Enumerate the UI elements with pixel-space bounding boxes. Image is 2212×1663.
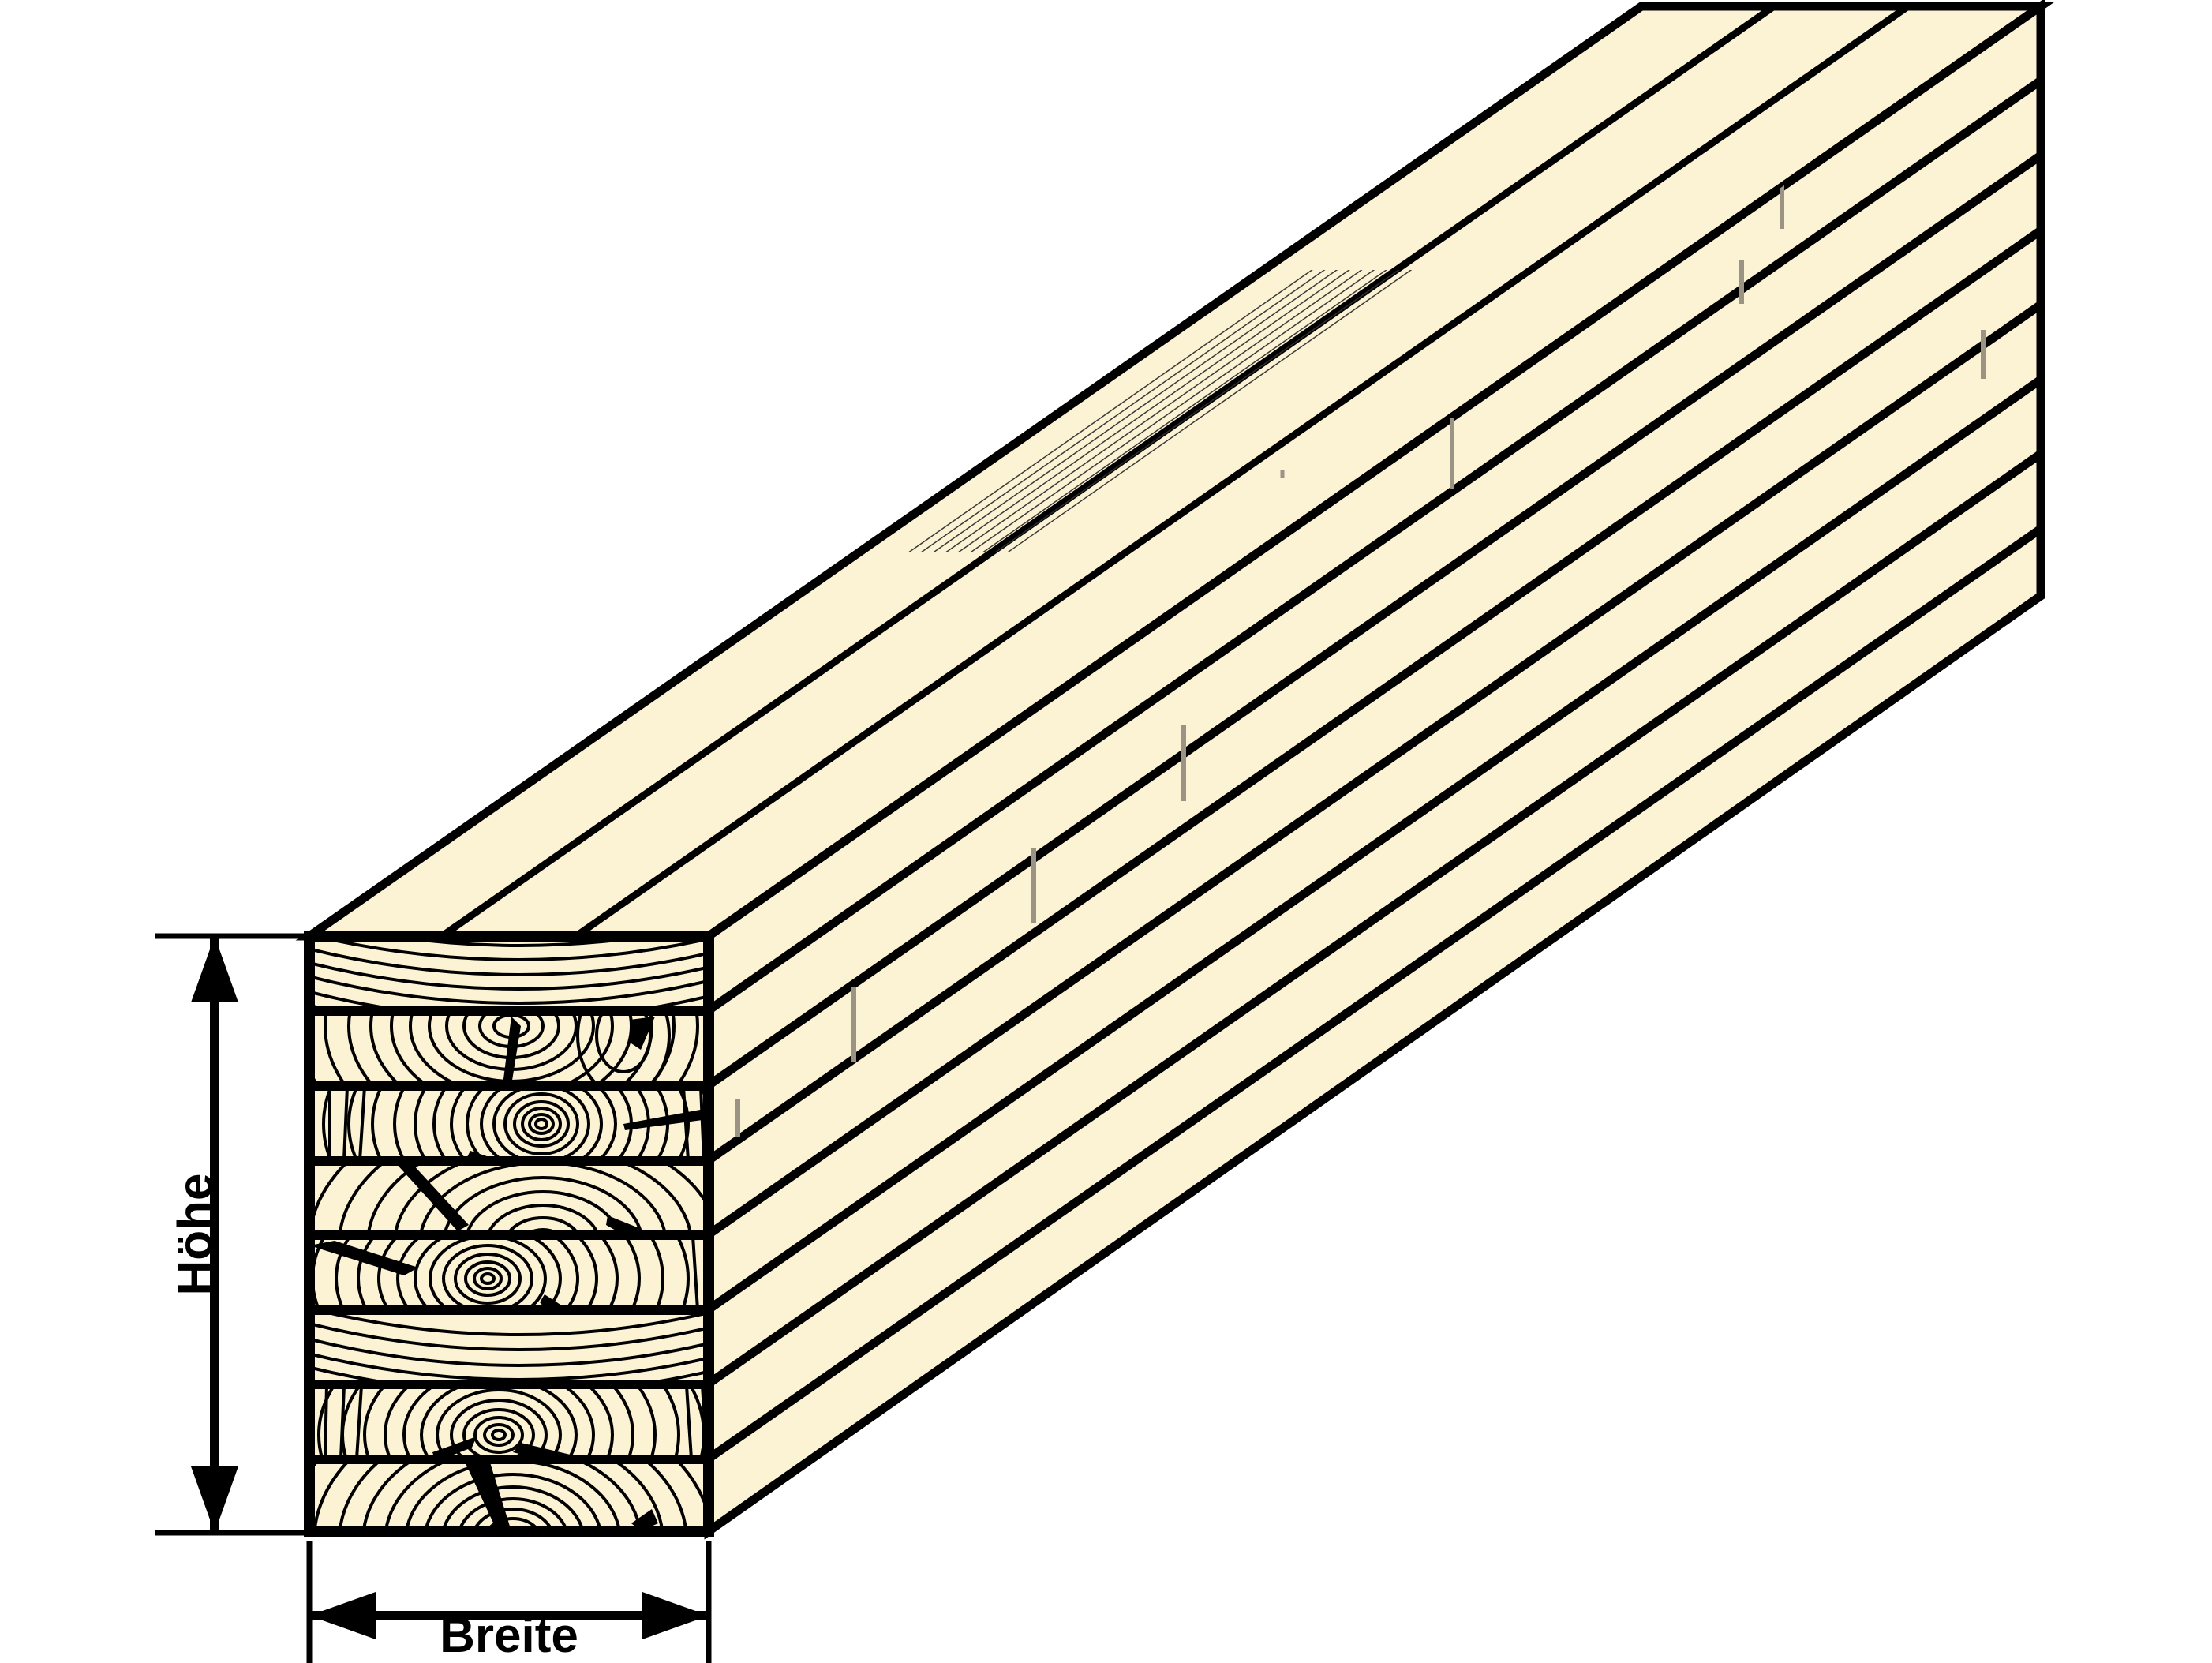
lamination-4-crack: [395, 1162, 639, 1234]
top-face-hatched-patch: [906, 270, 1413, 552]
lamination-2-crack: [503, 1017, 655, 1085]
width-arrow-right-icon: [642, 1592, 709, 1639]
side-face-lamination-lines: [709, 77, 2041, 1463]
cross-section-outline: [304, 931, 714, 1537]
height-arrow-up-icon: [191, 936, 238, 1002]
height-arrow-down-icon: [191, 1466, 238, 1533]
cross-section: [304, 931, 714, 1537]
cross-section-lamination-dividers: [309, 1006, 709, 1464]
lamination-7-grain: [317, 1385, 709, 1459]
width-arrow-left-icon: [309, 1592, 376, 1639]
height-label: Höhe: [168, 1174, 223, 1296]
width-label: Breite: [440, 1609, 578, 1663]
height-dimension: Höhe: [155, 933, 309, 1536]
lamination-2-grain: [309, 1012, 709, 1085]
width-dimension: Breite: [306, 1541, 712, 1663]
